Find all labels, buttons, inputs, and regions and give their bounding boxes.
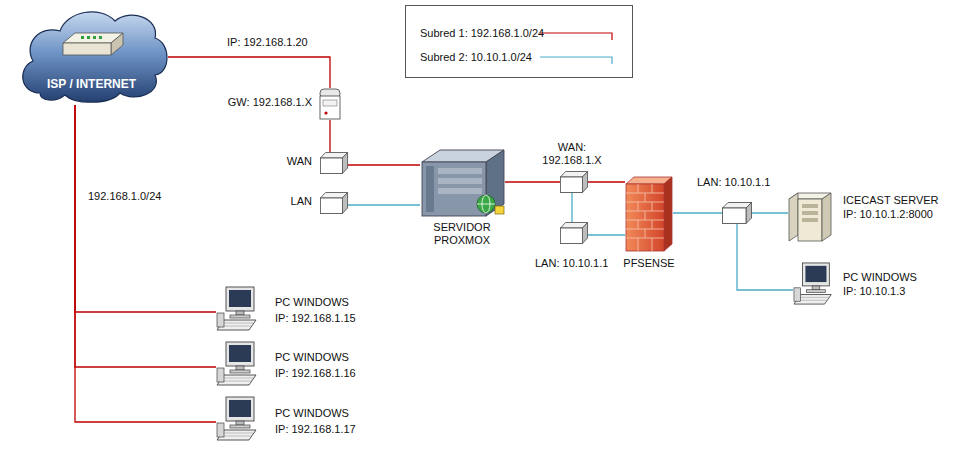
ip-label: IP: 10.10.1.2:8000 (843, 208, 933, 221)
sw-icon (320, 192, 348, 214)
wan-switch: WAN: 192.168.1.X (560, 171, 588, 193)
node-label: PC WINDOWS (843, 271, 917, 284)
pc-icon (216, 341, 262, 387)
network-link (329, 120, 330, 152)
link-label: IP: 192.168.1.20 (225, 36, 310, 49)
ip-label: IP: 192.168.1.16 (275, 367, 356, 380)
sw-icon (320, 152, 348, 174)
pc-icon (216, 396, 262, 442)
network-link (505, 181, 560, 182)
pc-windows: PC WINDOWSIP: 192.168.1.17 (216, 396, 262, 442)
network-link (673, 212, 722, 213)
node-label: WAN: 192.168.1.X (536, 141, 608, 167)
legend-text: Subred 1: 192.168.1.0/24 (420, 27, 544, 40)
sw-icon (722, 202, 752, 224)
lan-switch: LAN: 10.10.1.1 (560, 222, 588, 244)
network-link (75, 105, 216, 367)
tower-icon (788, 192, 832, 242)
pc-windows: PC WINDOWSIP: 10.10.1.3 (793, 262, 837, 306)
network-link (588, 234, 625, 235)
node-label: LAN: 10.10.1.1 (535, 257, 608, 270)
gateway-device: GW: 192.168.1.X (318, 88, 342, 120)
network-link (588, 181, 625, 182)
node-label: PC WINDOWS (275, 407, 349, 420)
node-label: LAN: 10.10.1.1 (697, 176, 770, 189)
sw-icon (560, 171, 588, 193)
ip-label: IP: 10.10.1.3 (843, 285, 905, 298)
legend-text: Subred 2: 10.10.1.0/24 (420, 51, 532, 64)
fw-icon (625, 176, 673, 252)
pc-icon (793, 262, 837, 306)
network-link (75, 105, 216, 422)
node-label: SERVIDOR PROXMOX (422, 221, 502, 247)
legend-line-cyan (540, 57, 612, 64)
pc-windows: PC WINDOWSIP: 192.168.1.15 (216, 286, 262, 332)
network-link (571, 193, 572, 222)
node-label: LAN (291, 195, 312, 208)
pc-icon (216, 286, 262, 332)
server-icon (420, 148, 505, 218)
node-label: WAN (287, 155, 312, 168)
network-link (75, 105, 216, 312)
subnet-label: 192.168.1.0/24 (88, 190, 161, 203)
lan-switch: LAN: 10.10.1.1 (722, 202, 752, 224)
network-link (348, 164, 420, 165)
ip-label: IP: 192.168.1.15 (275, 312, 356, 325)
node-label: PC WINDOWS (275, 296, 349, 309)
gw-icon (318, 88, 342, 120)
network-link (168, 57, 330, 88)
network-link (737, 224, 793, 290)
network-link (752, 212, 788, 213)
icecast-server: ICECAST SERVERIP: 10.10.1.2:8000 (788, 192, 832, 242)
sw-icon (560, 222, 588, 244)
pfsense-firewall: PFSENSE (625, 176, 673, 252)
node-label: ISP / INTERNET (15, 78, 168, 91)
lan-switch: LAN (320, 192, 348, 214)
wan-switch: WAN (320, 152, 348, 174)
legend-line-red (540, 33, 612, 40)
internet-cloud: ISP / INTERNET (15, 3, 168, 105)
proxmox-server: SERVIDOR PROXMOX (420, 148, 505, 218)
node-label: GW: 192.168.1.X (228, 96, 312, 109)
node-label: ICECAST SERVER (843, 194, 939, 207)
legend-box (406, 6, 633, 78)
pc-windows: PC WINDOWSIP: 192.168.1.16 (216, 341, 262, 387)
node-label: PC WINDOWS (275, 351, 349, 364)
ip-label: IP: 192.168.1.17 (275, 423, 356, 436)
network-link (348, 204, 420, 205)
node-label: PFSENSE (614, 257, 684, 270)
